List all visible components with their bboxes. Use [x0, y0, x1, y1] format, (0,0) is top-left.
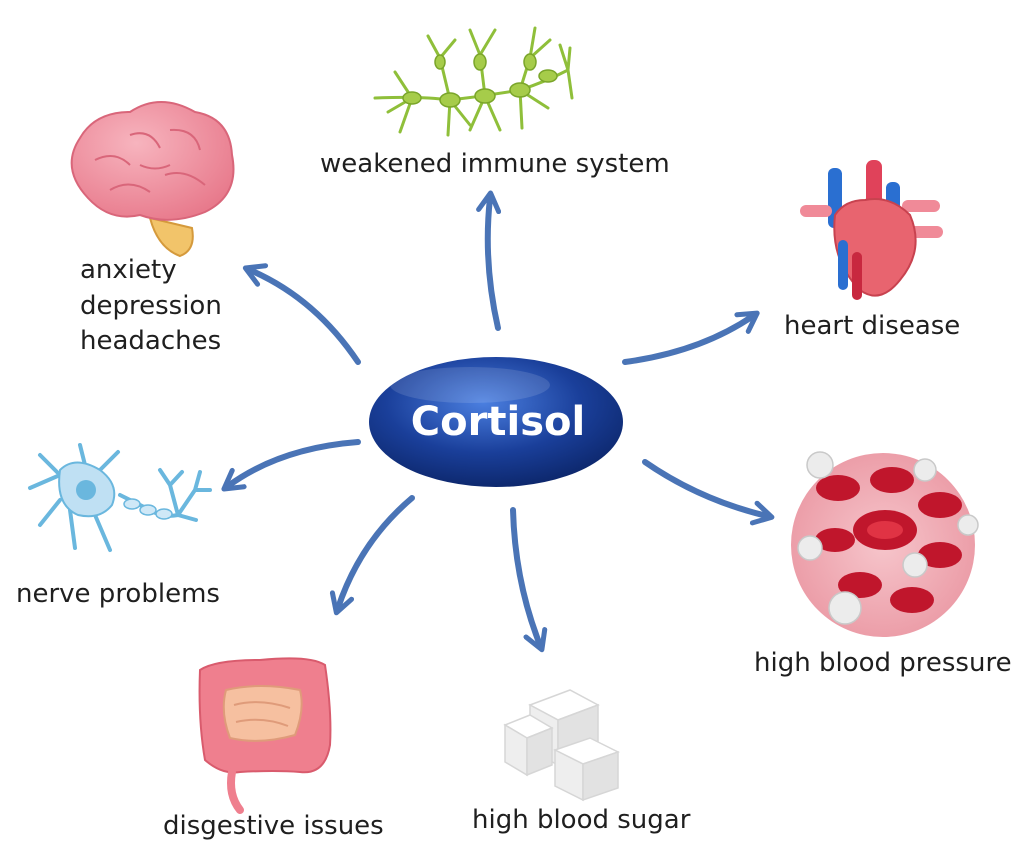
arrow-to-immune [476, 190, 502, 331]
label-depression: depression [80, 291, 222, 321]
arrow-to-sugar [510, 507, 548, 653]
label-nerve-problems: nerve problems [16, 579, 220, 609]
blood-cells-icon [791, 451, 979, 637]
cortisol-node [369, 357, 623, 487]
label-high-blood-pressure: high blood pressure [754, 648, 1012, 678]
brain-icon [70, 101, 235, 258]
arrow-to-nerve [221, 439, 361, 492]
label-high-blood-sugar: high blood sugar [472, 805, 691, 835]
label-disgestive-issues: disgestive issues [163, 811, 384, 841]
arrow-to-blood-pressure [642, 459, 775, 526]
neuron-icon [28, 443, 212, 552]
heart-icon [800, 160, 943, 300]
intestines-icon [198, 657, 332, 814]
sugar-cubes-icon [503, 689, 620, 802]
label-anxiety: anxiety [80, 255, 177, 285]
label-weakened-immune-system: weakened immune system [320, 149, 670, 179]
label-headaches: headaches [80, 326, 222, 356]
arrow-to-mental [242, 263, 361, 365]
label-heart-disease: heart disease [784, 311, 961, 341]
cortisol-label: Cortisol [410, 399, 586, 445]
arrow-to-digestive [329, 495, 415, 616]
arrow-to-heart [622, 310, 760, 365]
